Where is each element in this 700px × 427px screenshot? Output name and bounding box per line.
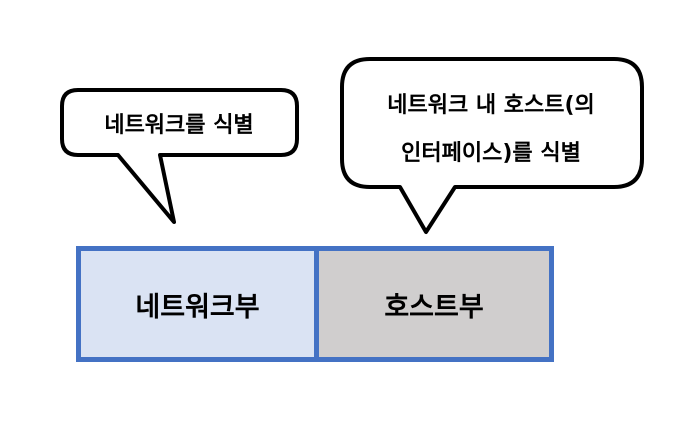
callout-left-text: 네트워크를 식별 xyxy=(104,113,254,138)
network-part-box: 네트워크부 xyxy=(76,246,319,362)
callout-right-bubble xyxy=(340,57,644,234)
callout-right-text: 네트워크 내 호스트(의 인터페이스)를 식별 xyxy=(342,82,640,178)
host-part-box: 호스트부 xyxy=(314,246,554,362)
callout-right-line-2: 인터페이스)를 식별 xyxy=(401,141,581,166)
network-part-label: 네트워크부 xyxy=(135,291,260,323)
callout-left-bubble xyxy=(60,88,299,224)
host-part-label: 호스트부 xyxy=(384,291,484,323)
callout-right-line-1: 네트워크 내 호스트(의 xyxy=(387,93,595,118)
